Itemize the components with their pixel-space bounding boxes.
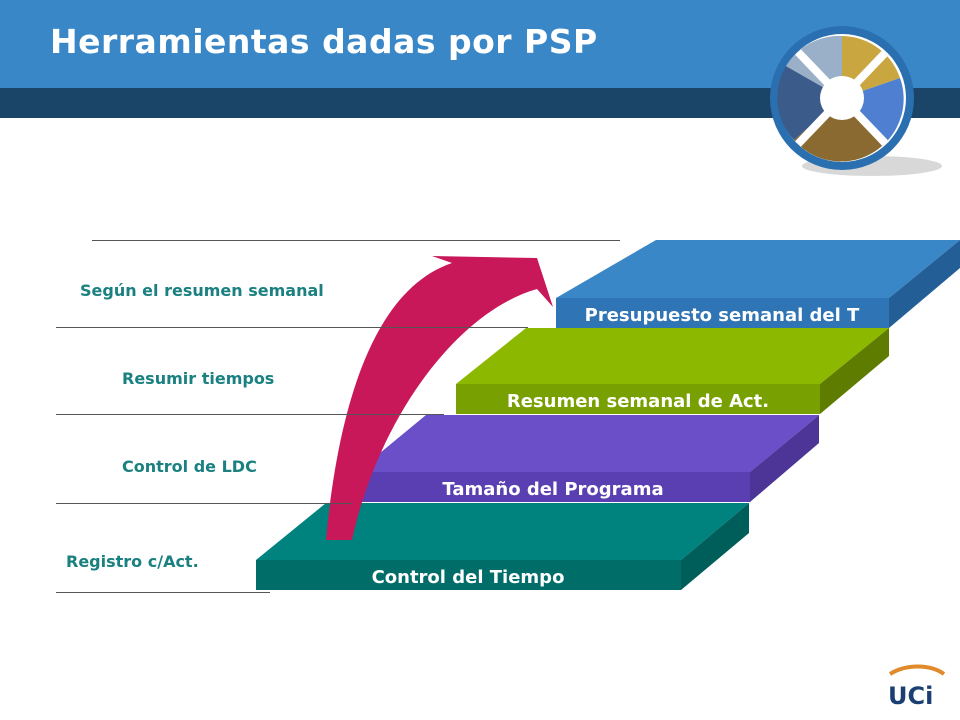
step-label: Resumen semanal de Act. <box>507 391 769 412</box>
label-resumir-tiempos: Resumir tiempos <box>122 369 275 388</box>
step-label: Presupuesto semanal del T <box>585 305 860 326</box>
divider-line <box>56 592 270 593</box>
step-resumen-semanal: Resumen semanal de Act. <box>456 328 889 414</box>
slide-title: Herramientas dadas por PSP <box>50 22 598 61</box>
label-registro-act: Registro c/Act. <box>66 552 199 571</box>
step-tamano-del-programa: Tamaño del Programa <box>357 415 819 502</box>
divider-line <box>56 327 528 328</box>
svg-text:UCi: UCi <box>888 682 933 710</box>
divider-line <box>56 414 444 415</box>
step-label: Tamaño del Programa <box>442 479 663 500</box>
step-presupuesto-semanal: Presupuesto semanal del T <box>556 240 960 328</box>
emblem-icon <box>770 26 942 176</box>
label-segun-resumen-semanal: Según el resumen semanal <box>80 281 324 300</box>
step-control-del-tiempo: Control del Tiempo <box>256 503 749 590</box>
step-label: Control del Tiempo <box>372 567 565 588</box>
uci-logo: UCi <box>888 664 946 710</box>
divider-line <box>92 240 620 241</box>
divider-line <box>56 503 352 504</box>
label-control-ldc: Control de LDC <box>122 457 257 476</box>
